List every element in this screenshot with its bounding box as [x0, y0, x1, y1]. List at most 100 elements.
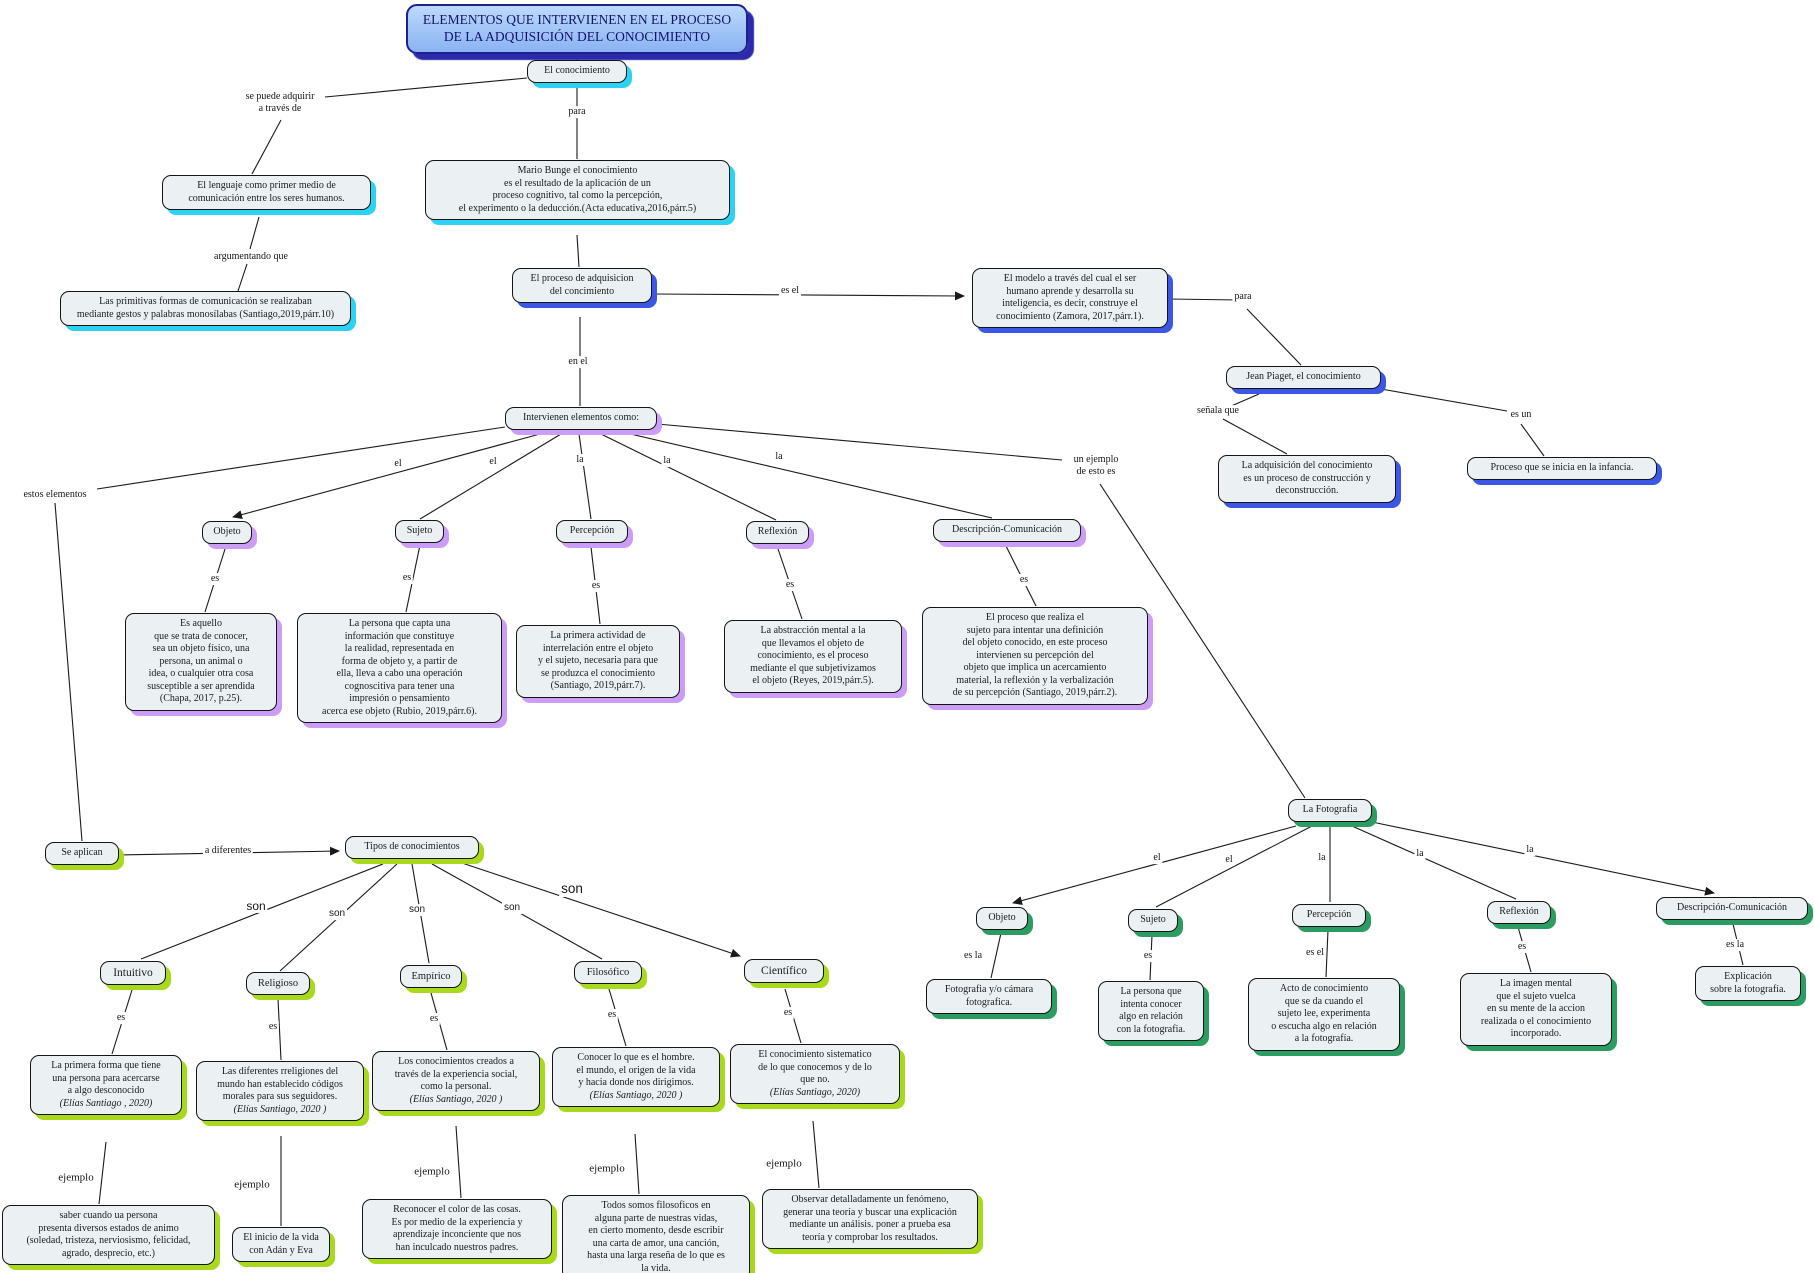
node-objeto-desc[interactable]: Es aquello que se trata de conocer, sea … [125, 613, 277, 711]
link-label-es-filosofico: es [605, 1009, 619, 1021]
node-foto-reflexion-desc[interactable]: La imagen mental que el sujeto vuelca en… [1460, 973, 1612, 1046]
edge-line [455, 1125, 462, 1199]
node-reflexion[interactable]: Reflexión [746, 521, 809, 544]
link-label-la-foto-descripcion: la [1524, 844, 1536, 856]
edge-line [96, 426, 506, 490]
link-label-es-la-foto-descripcion: es la [1723, 939, 1747, 951]
edge-line [324, 77, 528, 98]
node-foto-sujeto[interactable]: Sujeto [1128, 909, 1178, 932]
link-label-ejemplo-religioso: ejemplo [232, 1178, 272, 1192]
edge-line [232, 433, 541, 519]
node-mario-bunge[interactable]: Mario Bunge el conocimiento es el result… [425, 160, 730, 220]
link-label-el-objeto: el [392, 458, 404, 470]
edge-line [1371, 821, 1715, 896]
link-label-la-foto-reflexion: la [1414, 848, 1426, 860]
link-label-es-un: es un [1508, 409, 1534, 421]
edge-line [1155, 825, 1313, 908]
node-foto-reflexion[interactable]: Reflexión [1487, 901, 1551, 924]
node-empirico[interactable]: Empírico [400, 965, 462, 989]
node-primitivas[interactable]: Las primitivas formas de comunicación se… [60, 291, 351, 326]
link-label-ejemplo-intuitivo: ejemplo [56, 1171, 96, 1185]
link-label-es-reflexion: es [783, 579, 797, 591]
node-reflexion-desc[interactable]: La abstracción mental a la que llevamos … [724, 620, 902, 693]
edge-line [1222, 418, 1288, 455]
link-label-en-el: en el [566, 356, 590, 368]
link-label-la-percepcion: la [574, 454, 586, 466]
link-label-son-empirico: son [406, 904, 428, 916]
node-filosofico-ejemplo[interactable]: Todos somos filosoficos en alguna parte … [562, 1195, 750, 1273]
node-jean-piaget[interactable]: Jean Piaget, el conocimiento [1226, 366, 1381, 389]
node-filosofico-desc[interactable]: Conocer lo que es el hombre.el mundo, el… [552, 1047, 720, 1107]
edge-line [1012, 825, 1297, 905]
link-label-ejemplo-empirico: ejemplo [412, 1165, 452, 1179]
link-label-es-sujeto: es [400, 572, 414, 584]
edge-line [656, 423, 1063, 461]
node-cientifico[interactable]: Científico [744, 959, 824, 984]
edge-line [277, 998, 282, 1061]
edge-line [1520, 423, 1545, 457]
edge-line [1351, 825, 1517, 900]
link-label-es-cientifico: es [781, 1007, 795, 1019]
link-label-es-percepcion: es [589, 580, 603, 592]
edge-line [812, 1120, 820, 1189]
node-foto-objeto-desc[interactable]: Fotografia y/o cámara fotografica. [926, 979, 1052, 1014]
node-tipos-de-conocimientos[interactable]: Tipos de conocimientos [345, 836, 479, 859]
node-descripcion-comunicacion[interactable]: Descripción-Comunicación [933, 519, 1081, 542]
node-religioso-ejemplo[interactable]: El inicio de la vida con Adán y Eva [232, 1227, 330, 1262]
node-foto-sujeto-desc[interactable]: La persona que intenta conocer algo en r… [1098, 981, 1204, 1041]
node-lenguaje[interactable]: El lenguaje como primer medio de comunic… [162, 175, 371, 210]
node-foto-objeto[interactable]: Objeto [976, 907, 1028, 930]
node-descripcion-desc[interactable]: El proceso que realiza el sujeto para in… [922, 607, 1148, 705]
node-filosofico[interactable]: Filosófico [574, 961, 642, 985]
link-label-es-objeto: es [208, 573, 222, 585]
edge-line [419, 433, 562, 520]
edge-line [576, 234, 580, 268]
node-objeto[interactable]: Objeto [202, 521, 252, 544]
link-label-es-religioso: es [266, 1021, 280, 1033]
node-modelo[interactable]: El modelo a través del cual el ser human… [972, 268, 1168, 328]
link-label-son-filosofico: son [501, 902, 523, 914]
edge-line [237, 263, 248, 292]
node-foto-descripcion-comunicacion[interactable]: Descripción-Comunicación [1656, 897, 1808, 920]
node-sujeto[interactable]: Sujeto [395, 520, 444, 543]
node-religioso[interactable]: Religioso [246, 972, 310, 996]
link-label-a-diferentes: a diferentes [202, 845, 254, 857]
node-foto-descripcion-desc[interactable]: Explicación sobre la fotografía. [1695, 966, 1801, 1001]
edge-line [249, 216, 260, 250]
node-la-fotografia[interactable]: La Fotografia [1288, 799, 1372, 822]
node-percepcion[interactable]: Percepción [556, 520, 628, 543]
node-foto-percepcion[interactable]: Percepción [1292, 904, 1366, 927]
node-percepcion-desc[interactable]: La primera actividad de interrelación en… [516, 625, 680, 698]
node-intervienen[interactable]: Intervienen elementos como: [505, 407, 657, 430]
link-label-para-2: para [1232, 291, 1254, 303]
node-intuitivo-ejemplo[interactable]: saber cuando ua persona presenta diverso… [2, 1205, 215, 1265]
link-label-ejemplo-filosofico: ejemplo [587, 1162, 627, 1176]
link-label-el-sujeto: el [487, 456, 499, 468]
edge-line [251, 119, 282, 175]
edge-line [1380, 388, 1508, 412]
link-label-la-foto-percepcion: la [1316, 852, 1328, 864]
node-intuitivo[interactable]: Intuitivo [100, 961, 166, 986]
node-el-conocimiento[interactable]: El conocimiento [527, 60, 627, 83]
edge-line [1246, 308, 1302, 366]
node-sujeto-desc[interactable]: La persona que capta una información que… [297, 613, 502, 723]
link-label-la-descripcion: la [773, 451, 785, 463]
edge-line [1325, 929, 1329, 978]
edge-line [651, 291, 965, 301]
node-title[interactable]: ELEMENTOS QUE INTERVIENEN EN EL PROCESO … [406, 4, 748, 54]
link-label-es-foto-reflexion: es [1515, 941, 1529, 953]
edge-line [1228, 393, 1260, 408]
node-proceso-infancia[interactable]: Proceso que se inicia en la infancia. [1467, 457, 1657, 480]
node-foto-percepcion-desc[interactable]: Acto de conocimiento que se da cuando el… [1248, 978, 1400, 1051]
node-empirico-ejemplo[interactable]: Reconocer el color de las cosas. Es por … [362, 1199, 552, 1259]
node-adquisicion-construccion[interactable]: La adquisición del conocimiento es un pr… [1218, 455, 1396, 503]
link-label-son-religioso: son [326, 908, 348, 920]
node-se-aplican[interactable]: Se aplican [45, 842, 119, 865]
node-proceso-adquisicion[interactable]: El proceso de adquisicion del concimient… [512, 268, 652, 303]
node-cientifico-ejemplo[interactable]: Observar detalladamente un fenómeno, gen… [762, 1189, 978, 1249]
